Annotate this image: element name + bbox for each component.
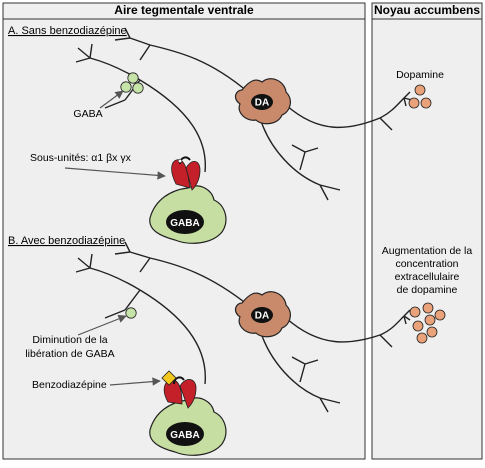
augmentation-line2: concentration [395, 258, 458, 270]
section-a-title: A. Sans benzodiazépine [8, 25, 127, 37]
da-neuron-a-axon [285, 97, 405, 131]
da-cell-b: DA [234, 291, 291, 338]
da-neuron-b-dendrites [114, 241, 341, 413]
diminution-line2: libération de GABA [25, 348, 114, 360]
accumbens-panel [371, 2, 483, 460]
da-cell-a: DA [234, 78, 291, 125]
subunits-arrow [64, 167, 166, 180]
dopamine-vesicles-b [409, 302, 446, 344]
gaba-cell-a-text: GABA [170, 218, 199, 229]
gaba-label-a: GABA [73, 108, 102, 120]
gaba-cell-a: GABA [149, 185, 227, 244]
benzo-molecule [161, 370, 177, 386]
gaba-neuron-b-axon [75, 253, 207, 385]
da-terminal-b [403, 309, 411, 325]
gaba-arrow-a [99, 90, 124, 109]
da-neuron-a-dendrites [114, 27, 341, 201]
diminution-line1: Diminution de la [32, 334, 107, 346]
da-cell-a-text: DA [255, 98, 269, 109]
benzo-label: Benzodiazépine [32, 379, 107, 391]
subunits-label: Sous-unités: α1 βx γx [30, 152, 132, 164]
section-b-title: B. Avec benzodiazépine [8, 235, 125, 247]
gaba-cell-b-text: GABA [170, 430, 199, 441]
augmentation-line1: Augmentation de la [382, 245, 473, 257]
da-neuron-b-axon [285, 315, 405, 348]
dopamine-vesicles-a [408, 84, 432, 109]
header-accumbens: Noyau accumbens [374, 3, 480, 17]
augmentation-line4: de dopamine [397, 284, 458, 296]
augmentation-line3: extracellulaire [395, 271, 460, 283]
gaba-vesicles-a [120, 72, 144, 94]
benzo-arrow [109, 377, 161, 386]
receptor-b [163, 376, 197, 409]
header-vta: Aire tegmentale ventrale [114, 3, 254, 17]
receptor-a [171, 156, 201, 191]
dopamine-label: Dopamine [396, 69, 444, 81]
da-cell-b-text: DA [255, 311, 269, 322]
gaba-cell-b: GABA [149, 397, 227, 456]
diminution-arrow [77, 314, 127, 336]
gaba-vesicle-b [125, 307, 137, 319]
